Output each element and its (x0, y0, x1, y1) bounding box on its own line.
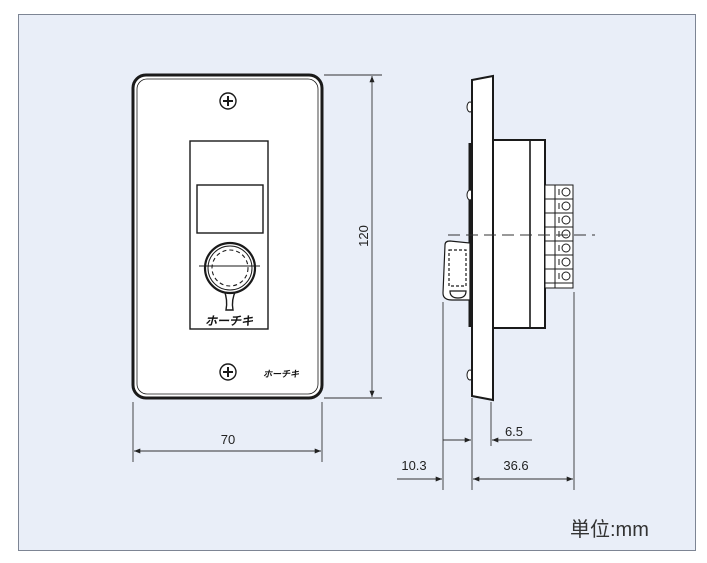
dimension-width (132, 402, 323, 462)
indicator-window (196, 184, 264, 234)
logo-mark: ホーチキ (205, 314, 254, 328)
logo-mark: ホーチキ (263, 369, 300, 379)
key-cylinder (199, 241, 260, 311)
terminal-screw-icon (561, 187, 571, 197)
terminal-screw-icon (561, 215, 571, 225)
terminal-screw-icon (561, 271, 571, 281)
switch-panel (189, 140, 269, 330)
dimension-height-label: 120 (356, 225, 371, 247)
dimension-depth-label: 36.6 (503, 458, 528, 473)
switch-body (492, 139, 546, 329)
face-plate-side (471, 74, 494, 402)
terminal-screw-icon (561, 243, 571, 253)
terminal-screw-icon (561, 201, 571, 211)
side-dimensions (397, 292, 575, 490)
dimension-width-label: 70 (221, 432, 235, 447)
terminal-block (544, 184, 574, 289)
screw-icon (219, 363, 237, 381)
drawing-frame (18, 14, 696, 551)
dimension-clip-label: 10.3 (401, 458, 426, 473)
mounting-clip (442, 240, 471, 301)
unit-label: 単位:mm (570, 519, 649, 541)
terminal-screw-icon (561, 229, 571, 239)
dimension-offset-label: 6.5 (505, 424, 523, 439)
side-view (442, 74, 595, 402)
dimension-height (324, 74, 382, 399)
front-view: ホーチキ ホーチキ (131, 73, 324, 400)
screw-icon (219, 92, 237, 110)
face-plate (131, 73, 324, 400)
terminal-screw-icon (561, 257, 571, 267)
